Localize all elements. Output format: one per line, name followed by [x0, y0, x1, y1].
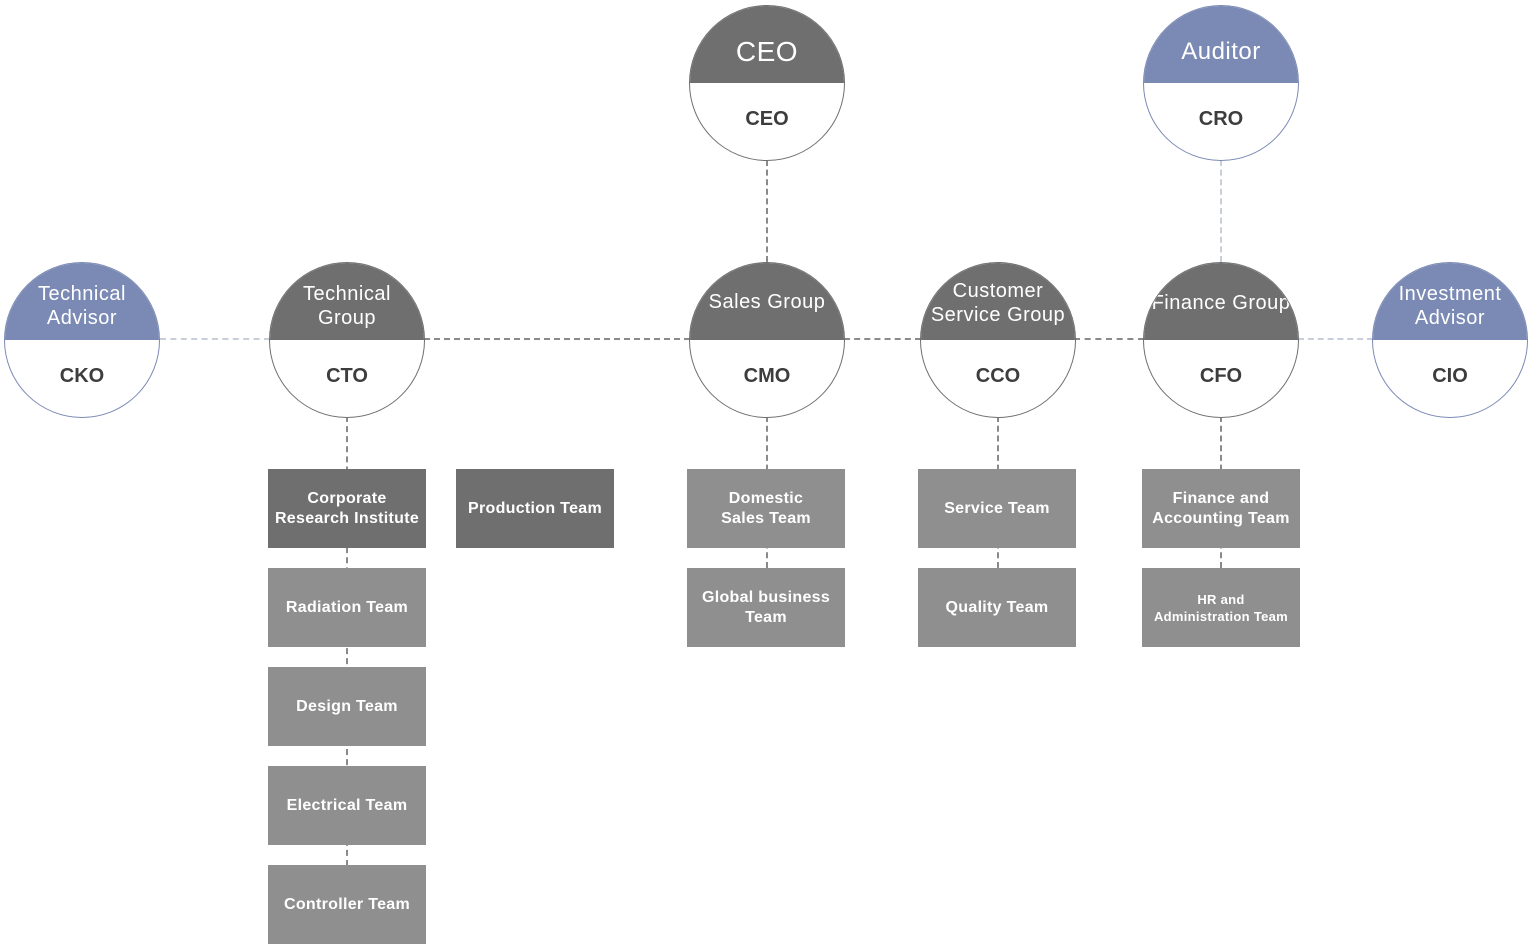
customer-service-group-role: CCO — [975, 365, 1021, 387]
customer-service-group-node: Customer Service Group CCO — [920, 262, 1076, 418]
investment-advisor-node: Investment Advisor CIO — [1372, 262, 1528, 418]
team-electrical: Electrical Team — [268, 766, 426, 845]
connector-technical-advisor — [160, 338, 270, 340]
ceo-title: CEO — [690, 6, 844, 83]
team-quality: Quality Team — [918, 568, 1076, 647]
team-radiation: Radiation Team — [268, 568, 426, 647]
ceo-role: CEO — [745, 108, 789, 130]
team-corporate-research-institute: Corporate Research Institute — [268, 469, 426, 548]
technical-advisor-node: Technical Advisor CKO — [4, 262, 160, 418]
connector-customer-finance — [1074, 338, 1144, 340]
technical-advisor-role: CKO — [59, 365, 105, 387]
auditor-title: Auditor — [1144, 6, 1298, 83]
connector-auditor-finance — [1220, 160, 1222, 262]
auditor-role: CRO — [1198, 108, 1244, 130]
technical-advisor-title: Technical Advisor — [5, 263, 159, 340]
team-finance-accounting: Finance and Accounting Team — [1142, 469, 1300, 548]
team-production: Production Team — [456, 469, 614, 548]
connector-sales-customer — [844, 338, 921, 340]
customer-service-group-title: Customer Service Group — [921, 263, 1075, 340]
technical-group-role: CTO — [326, 365, 368, 387]
sales-group-role: CMO — [743, 365, 791, 387]
team-service: Service Team — [918, 469, 1076, 548]
connector-investment-advisor — [1298, 338, 1373, 340]
team-hr-administration: HR and Administration Team — [1142, 568, 1300, 647]
connector-groups-main — [424, 338, 690, 340]
team-controller: Controller Team — [268, 865, 426, 944]
technical-group-title: Technical Group — [270, 263, 424, 340]
sales-group-node: Sales Group CMO — [689, 262, 845, 418]
finance-group-role: CFO — [1199, 365, 1243, 387]
investment-advisor-role: CIO — [1432, 365, 1468, 387]
team-design: Design Team — [268, 667, 426, 746]
auditor-node: Auditor CRO — [1143, 5, 1299, 161]
connector-ceo-sales — [766, 160, 768, 262]
team-global-business: Global business Team — [687, 568, 845, 647]
finance-group-node: Finance Group CFO — [1143, 262, 1299, 418]
ceo-node: CEO CEO — [689, 5, 845, 161]
technical-group-node: Technical Group CTO — [269, 262, 425, 418]
investment-advisor-title: Investment Advisor — [1373, 263, 1527, 340]
finance-group-title: Finance Group — [1144, 263, 1298, 340]
team-domestic-sales: Domestic Sales Team — [687, 469, 845, 548]
sales-group-title: Sales Group — [690, 263, 844, 340]
